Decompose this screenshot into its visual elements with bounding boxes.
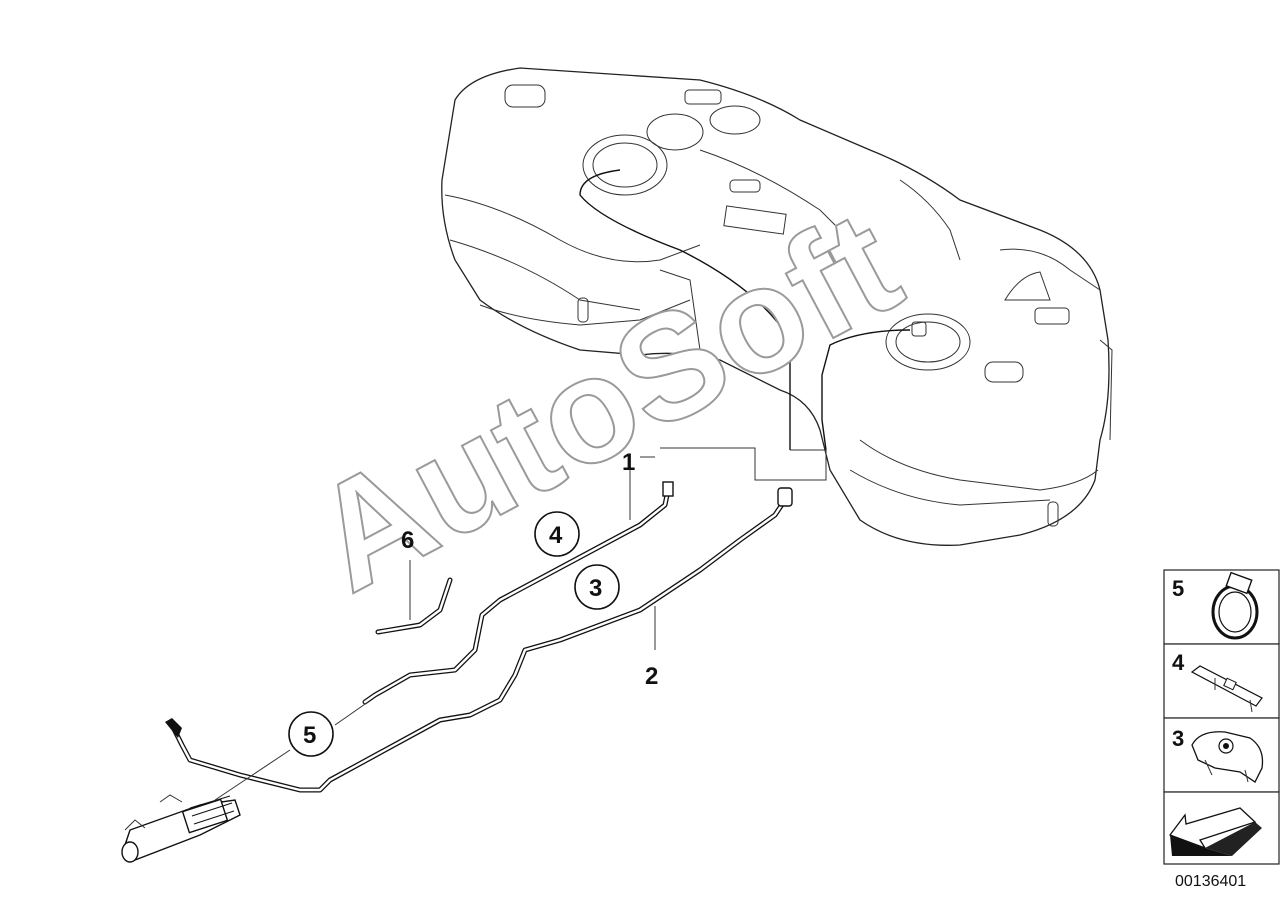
svg-text:5: 5 [303,722,316,749]
callout-5: 5 [288,711,334,757]
legend-panel: 5 4 3 [1163,569,1280,865]
callout-3: 3 [574,564,620,610]
callout-1: 1 [622,449,635,476]
svg-text:4: 4 [549,522,563,549]
diagram-code: 00136401 [1175,873,1246,890]
legend-item-arrow [1168,807,1262,856]
hose-6 [375,577,453,635]
fuel-filter [121,794,241,863]
legend-item-4: 4 [1172,650,1263,713]
svg-text:3: 3 [1172,726,1184,751]
svg-text:5: 5 [1172,576,1184,601]
legend-item-5: 5 [1172,571,1259,640]
callout-4: 4 [534,511,580,557]
svg-text:3: 3 [589,575,602,602]
leader-lines [214,447,827,801]
arrow-icon [1168,807,1262,856]
fuel-line-3 [165,487,793,793]
svg-text:2: 2 [645,663,658,690]
svg-text:6: 6 [401,527,414,554]
bracket-icon [1190,665,1263,713]
fuel-line-4 [362,481,674,705]
hose-clamp-icon [1211,571,1259,640]
svg-text:00136401: 00136401 [1175,873,1246,890]
legend-item-3: 3 [1172,726,1264,783]
svg-text:1: 1 [622,449,635,476]
callout-2: 2 [645,663,658,690]
holder-icon [1191,731,1264,783]
svg-text:4: 4 [1172,650,1185,675]
fuel-tank [441,67,1113,546]
callout-6: 6 [401,527,414,554]
